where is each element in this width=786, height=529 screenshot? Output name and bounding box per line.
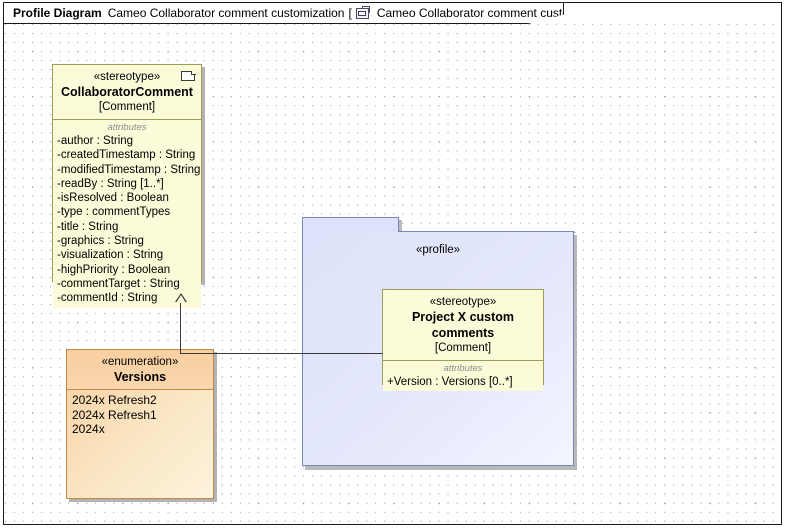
enum-literal-row[interactable]: 2024x Refresh1 [72,407,157,422]
comment-note-icon [181,70,196,82]
generalization-horizontal-segment [180,353,383,354]
attribute-row[interactable]: -createdTimestamp : String [57,149,196,162]
node-stereotype-label: «enumeration» [101,356,179,368]
attributes-compartment: attributes +Version : Versions [0..*] [383,361,543,392]
header-bracket-open: [ [348,6,352,20]
attributes-compartment: attributes -author : String -createdTime… [53,120,201,308]
node-body[interactable]: «stereotype» CollaboratorComment [Commen… [52,64,202,308]
package-stereotype-label: «profile» [415,244,461,256]
enum-literal-row[interactable]: 2024x Refresh2 [72,393,157,407]
generalization-vertical-segment [180,302,181,354]
attribute-row[interactable]: -readBy : String [1..*] [57,177,164,190]
attribute-row[interactable]: -commentTarget : String [57,277,180,290]
attribute-row[interactable]: +Version : Versions [0..*] [387,376,513,388]
enum-literal-row[interactable]: 2024x [72,422,105,436]
attribute-row[interactable]: -type : commentTypes [57,206,171,219]
node-header: «enumeration» Versions [67,350,213,390]
node-collaborator-comment[interactable]: «stereotype» CollaboratorComment [Commen… [52,64,205,308]
node-name-label: Versions [113,370,167,384]
node-metaclass-label: [Comment] [98,101,156,113]
node-versions-enumeration[interactable]: «enumeration» Versions 2024x Refresh2 20… [66,349,217,502]
attribute-row[interactable]: -graphics : String [57,235,144,248]
attributes-compartment-title: attributes [107,122,147,133]
node-stereotype-label: «stereotype» [429,296,497,308]
diagram-canvas[interactable]: «profile» «stereotype» CollaboratorComm [4,24,781,524]
node-name-label: Project X custom comments [411,310,515,340]
node-stereotype-label: «stereotype» [93,71,161,83]
package-tab [302,217,399,232]
diagram-context-label: Cameo Collaborator comment customization [376,6,563,20]
profile-diagram-icon [355,6,371,20]
diagram-name-label: Cameo Collaborator comment customization [107,6,345,20]
attributes-compartment-title: attributes [443,363,483,374]
attribute-row[interactable]: -highPriority : Boolean [57,263,171,276]
attribute-row[interactable]: -isResolved : Boolean [57,192,169,205]
node-name-label: CollaboratorComment [61,85,193,99]
node-body[interactable]: «stereotype» Project X custom comments [… [382,289,544,392]
node-body[interactable]: «enumeration» Versions 2024x Refresh2 20… [66,349,214,499]
attribute-row[interactable]: -title : String [57,220,119,233]
literals-compartment: 2024x Refresh2 2024x Refresh1 2024x [67,390,213,437]
node-metaclass-label: [Comment] [434,342,492,354]
diagram-frame: Profile Diagram Cameo Collaborator comme… [3,2,782,525]
generalization-arrow-head-icon [176,295,186,303]
node-header: «stereotype» CollaboratorComment [Commen… [53,65,201,120]
attribute-row[interactable]: -commentId : String [57,292,158,305]
attribute-row[interactable]: -visualization : String [57,249,164,262]
diagram-kind-label: Profile Diagram [13,6,102,20]
node-project-x-custom-comments[interactable]: «stereotype» Project X custom comments [… [382,289,547,392]
node-header: «stereotype» Project X custom comments [… [383,290,543,361]
attribute-row[interactable]: -modifiedTimestamp : String [57,163,201,176]
attribute-row[interactable]: -author : String [57,135,134,147]
diagram-header[interactable]: Profile Diagram Cameo Collaborator comme… [4,3,564,24]
